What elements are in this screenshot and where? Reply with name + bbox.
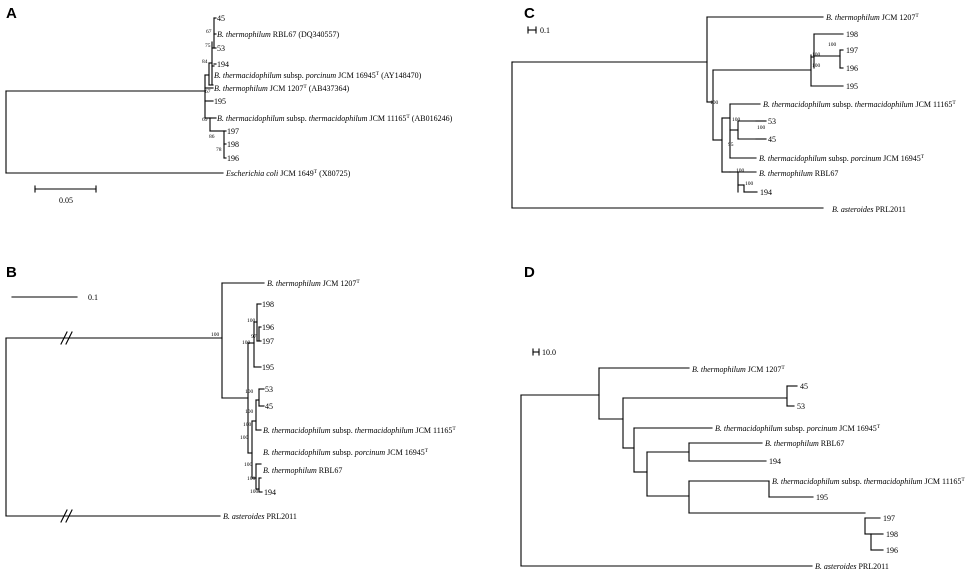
bootstrap-value: 100 (757, 125, 766, 131)
tip-b-thermacidophilum-thermacidophilum: B. thermacidophilum subsp. thermacidophi… (217, 114, 453, 123)
tip-escherichia-coli: Escherichia coli JCM 1649T (X80725) (225, 169, 351, 178)
panel-b-bootstrap-values: 100 100 100 97 100 100 100 100 100 100 1… (211, 318, 259, 495)
tip-196: 196 (886, 546, 898, 555)
bootstrap-value: 100 (812, 63, 821, 69)
bootstrap-value: 100 (211, 332, 220, 338)
tip-b-thermacidophilum-thermacidophilum: B. thermacidophilum subsp. thermacidophi… (772, 477, 965, 486)
tip-197: 197 (227, 127, 239, 136)
panel-a-bootstrap-values: 67 75 84 67 69 86 78 (202, 29, 222, 153)
tip-b-thermacidophilum-porcinum: B. thermacidophilum subsp. porcinum JCM … (263, 448, 429, 457)
tip-b-thermacidophilum-thermacidophilum: B. thermacidophilum subsp. thermacidophi… (263, 426, 456, 435)
tip-198: 198 (227, 140, 239, 149)
tip-198: 198 (262, 300, 274, 309)
tip-198: 198 (846, 30, 858, 39)
tip-53: 53 (768, 117, 776, 126)
panel-b-branches (5, 282, 265, 523)
tip-194: 194 (264, 488, 276, 497)
bootstrap-value: 100 (244, 462, 253, 468)
tip-b-thermacidophilum-porcinum: B. thermacidophilum subsp. porcinum JCM … (214, 71, 422, 80)
panel-a-letter: A (6, 5, 17, 22)
tip-196: 196 (262, 323, 274, 332)
tip-194: 194 (217, 60, 229, 69)
panel-a-branches (5, 17, 227, 193)
bootstrap-value: 100 (250, 489, 259, 495)
bootstrap-value: 100 (732, 117, 741, 123)
bootstrap-value: 100 (245, 409, 254, 415)
tip-198: 198 (886, 530, 898, 539)
bootstrap-value: 100 (247, 476, 256, 482)
panel-c: C (511, 5, 956, 214)
panel-d-tip-labels: B. thermophilum JCM 1207T 45 53 B. therm… (692, 365, 965, 571)
panel-c-scale-label: 0.1 (540, 26, 550, 35)
tip-b-thermophilum-rbl67: B. thermophilum RBL67 (263, 466, 342, 475)
bootstrap-value: 86 (209, 134, 215, 140)
panel-c-letter: C (524, 5, 535, 22)
tip-b-thermacidophilum-porcinum: B. thermacidophilum subsp. porcinum JCM … (759, 154, 925, 163)
panel-a: A (5, 5, 453, 205)
panel-c-branches (511, 16, 844, 209)
panel-c-bootstrap-values: 100 100 100 100 100 95 100 100 100 (710, 42, 837, 187)
bootstrap-value: 78 (216, 147, 222, 153)
panel-d-letter: D (524, 264, 535, 281)
tip-b-thermophilum-rbl67: B. thermophilum RBL67 (DQ340557) (217, 30, 340, 39)
panel-b-scale-label: 0.1 (88, 293, 98, 302)
panel-a-scale-label: 0.05 (59, 196, 73, 205)
tip-196: 196 (227, 154, 239, 163)
bootstrap-value: 75 (205, 43, 211, 49)
panel-b-letter: B (6, 264, 17, 281)
tip-197: 197 (846, 46, 858, 55)
tip-53: 53 (265, 385, 273, 394)
bootstrap-value: 100 (828, 42, 837, 48)
bootstrap-value: 100 (745, 181, 754, 187)
tip-195: 195 (846, 82, 858, 91)
panel-d-scale-label: 10.0 (542, 348, 556, 357)
bootstrap-value: 100 (736, 168, 745, 174)
panel-d: D (520, 264, 965, 571)
bootstrap-value: 100 (710, 100, 719, 106)
tip-b-asteroides: B. asteroides PRL2011 (832, 205, 906, 214)
tip-53: 53 (217, 44, 225, 53)
tip-197: 197 (262, 337, 274, 346)
panel-d-branches (520, 348, 884, 567)
bootstrap-value: 100 (242, 340, 251, 346)
tip-45: 45 (217, 14, 225, 23)
tip-b-thermophilum-jcm1207: B. thermophilum JCM 1207T (267, 279, 360, 288)
panel-b: B (5, 264, 456, 523)
tip-b-thermacidophilum-porcinum: B. thermacidophilum subsp. porcinum JCM … (715, 424, 881, 433)
panel-b-tip-labels: B. thermophilum JCM 1207T 198 196 197 19… (223, 279, 456, 521)
bootstrap-value: 69 (202, 117, 208, 123)
tip-195: 195 (816, 493, 828, 502)
bootstrap-value: 67 (206, 29, 212, 35)
bootstrap-value: 100 (245, 389, 254, 395)
bootstrap-value: 95 (728, 142, 734, 148)
tip-194: 194 (769, 457, 781, 466)
tip-b-thermophilum-rbl67: B. thermophilum RBL67 (759, 169, 838, 178)
panel-a-tip-labels: 45 B. thermophilum RBL67 (DQ340557) 53 1… (214, 14, 453, 178)
tip-b-asteroides: B. asteroides PRL2011 (815, 562, 889, 571)
bootstrap-value: 100 (243, 422, 252, 428)
tip-b-thermophilum-rbl67: B. thermophilum RBL67 (765, 439, 844, 448)
tip-196: 196 (846, 64, 858, 73)
tip-45: 45 (768, 135, 776, 144)
tip-197: 197 (883, 514, 895, 523)
tip-b-thermophilum-jcm1207: B. thermophilum JCM 1207T (692, 365, 785, 374)
bootstrap-value: 97 (251, 334, 257, 340)
tip-53: 53 (797, 402, 805, 411)
tip-b-thermacidophilum-thermacidophilum: B. thermacidophilum subsp. thermacidophi… (763, 100, 956, 109)
tip-194: 194 (760, 188, 772, 197)
tip-195: 195 (214, 97, 226, 106)
tip-45: 45 (800, 382, 808, 391)
tip-195: 195 (262, 363, 274, 372)
tip-b-asteroides: B. asteroides PRL2011 (223, 512, 297, 521)
bootstrap-value: 100 (240, 435, 249, 441)
bootstrap-value: 84 (202, 59, 208, 65)
tip-b-thermophilum-jcm1207: B. thermophilum JCM 1207T (826, 13, 919, 22)
bootstrap-value: 67 (205, 89, 211, 95)
bootstrap-value: 100 (812, 52, 821, 58)
bootstrap-value: 100 (247, 318, 256, 324)
tip-45: 45 (265, 402, 273, 411)
tip-b-thermophilum-jcm1207: B. thermophilum JCM 1207T (AB437364) (214, 84, 349, 93)
panel-c-tip-labels: B. thermophilum JCM 1207T 198 197 196 19… (759, 13, 956, 214)
